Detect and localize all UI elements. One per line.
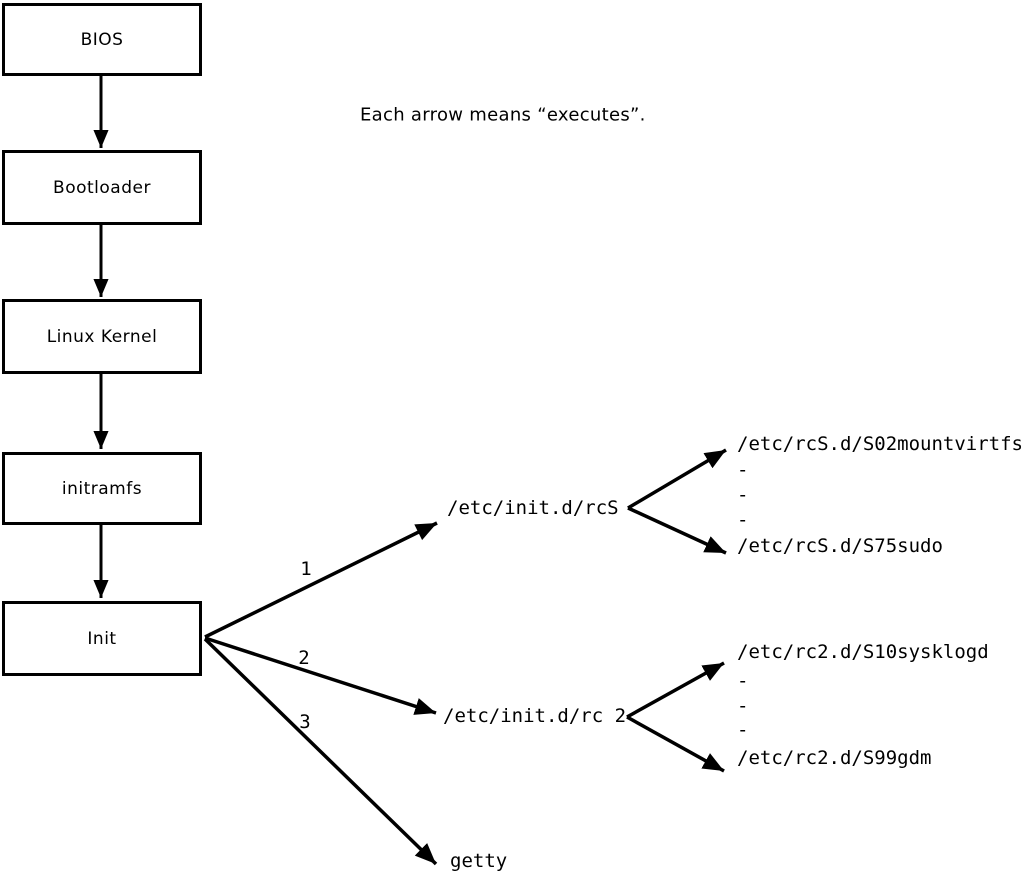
box-bootloader-label: Bootloader <box>53 177 151 198</box>
box-init-label: Init <box>87 628 117 649</box>
branch-3-number: 3 <box>299 711 311 733</box>
arrow-rcs-to-s75sudo <box>627 506 727 555</box>
branch-1-number: 1 <box>300 558 312 580</box>
box-linux-kernel: Linux Kernel <box>2 299 202 374</box>
target-getty-label: getty <box>450 850 508 872</box>
rc2-script-s99gdm: /etc/rc2.d/S99gdm <box>737 747 932 769</box>
rcs-script-ellipsis-dash: - <box>737 459 749 481</box>
box-initramfs-label: initramfs <box>61 478 143 499</box>
box-initramfs: initramfs <box>2 452 202 525</box>
box-bootloader: Bootloader <box>2 150 202 225</box>
rcs-script-s75sudo: /etc/rcS.d/S75sudo <box>737 535 943 557</box>
rc2-script-ellipsis-dash: - <box>737 670 749 692</box>
target-rcs-label: /etc/init.d/rcS <box>447 497 619 519</box>
arrow-init-to-rc2 <box>204 636 437 715</box>
rc2-script-s10sysklogd: /etc/rc2.d/S10sysklogd <box>737 641 989 663</box>
branch-2-number: 2 <box>298 647 310 669</box>
arrow-rc2-to-s10sysklogd <box>626 661 725 719</box>
rc2-script-ellipsis-dash: - <box>737 719 749 741</box>
rcs-script-ellipsis-dash: - <box>737 509 749 531</box>
arrow-init-to-rcs <box>204 521 438 639</box>
rcs-script-s02mountvirtfs: /etc/rcS.d/S02mountvirtfs <box>737 433 1023 455</box>
box-linux-kernel-label: Linux Kernel <box>46 326 158 347</box>
arrow-init-to-getty <box>203 637 438 866</box>
box-init: Init <box>2 601 202 676</box>
rcs-script-ellipsis-dash: - <box>737 484 749 506</box>
arrow-rcs-to-s02mountvirtfs <box>627 448 727 510</box>
box-bios: BIOS <box>2 3 202 76</box>
rc2-script-ellipsis-dash: - <box>737 695 749 717</box>
box-bios-label: BIOS <box>80 29 124 50</box>
arrow-rc2-to-s99gdm <box>626 715 725 773</box>
legend-note: Each arrow means “executes”. <box>360 104 646 126</box>
target-rc2-label: /etc/init.d/rc 2 <box>443 705 627 727</box>
